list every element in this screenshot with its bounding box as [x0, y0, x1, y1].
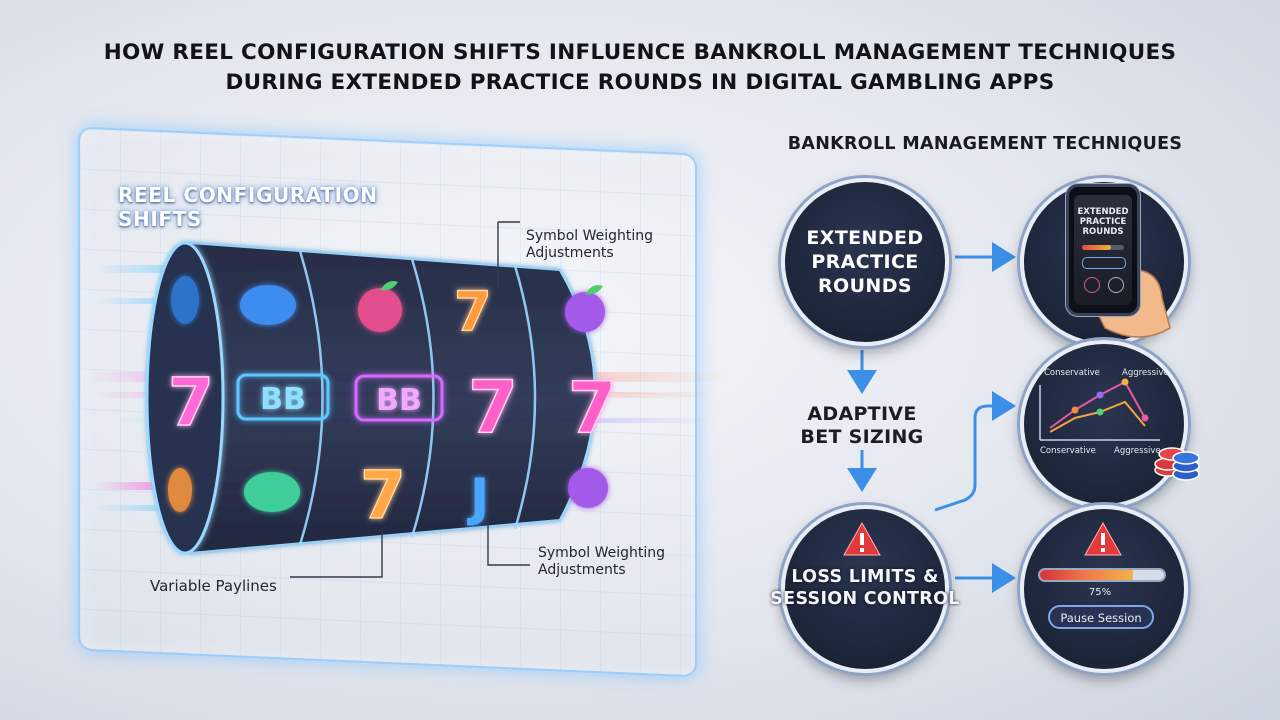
chart-label-aggressive-bottom: Aggressive — [1114, 446, 1161, 456]
reel-end-cap — [145, 241, 225, 555]
phone-line-2: PRACTICE — [1079, 217, 1127, 227]
node-loss-line-1: LOSS LIMITS & — [791, 567, 939, 587]
node-practice-line-2: PRACTICE — [811, 251, 919, 273]
reel-divider — [298, 250, 324, 546]
seven-symbol: 7 — [168, 364, 214, 441]
node-practice-line-1: EXTENDED — [806, 227, 924, 249]
node-bet-sizing-chart — [1020, 340, 1188, 508]
fruit-symbol — [568, 468, 608, 508]
page-title-line-2: DURING EXTENDED PRACTICE ROUNDS IN DIGIT… — [225, 70, 1055, 95]
fruit-symbol — [240, 285, 296, 325]
chart-label-aggressive-top: Aggressive — [1122, 368, 1169, 378]
callout-symbol-weighting-bottom-line-1: Symbol Weighting — [538, 545, 666, 561]
phone-icon-right — [1108, 277, 1124, 293]
node-adaptive-bet-sizing: ADAPTIVE BET SIZING — [772, 403, 952, 449]
node-loss-line-2: SESSION CONTROL — [770, 589, 960, 609]
leaf-symbol — [585, 285, 603, 295]
node-bet-line-1: ADAPTIVE — [807, 403, 917, 425]
reel-configuration-title-line-1: REEL CONFIGURATION — [118, 183, 378, 207]
bar-symbol-frame — [354, 374, 444, 422]
reel-divider — [410, 258, 435, 538]
node-extended-practice-rounds-label: EXTENDED PRACTICE ROUNDS — [806, 226, 923, 298]
chart-label-conservative-bottom: Conservative — [1040, 446, 1096, 456]
page-title: HOW REEL CONFIGURATION SHIFTS INFLUENCE … — [0, 38, 1280, 98]
reel-configuration-title: REEL CONFIGURATION SHIFTS — [118, 183, 378, 231]
callout-symbol-weighting-top: Symbol Weighting Adjustments — [526, 228, 653, 262]
callout-symbol-weighting-bottom: Symbol Weighting Adjustments — [538, 545, 665, 579]
node-loss-limits-label: LOSS LIMITS & SESSION CONTROL — [765, 566, 965, 610]
seven-symbol: 7 — [468, 365, 518, 449]
node-loss-limits — [781, 505, 949, 673]
bar-symbol: BB — [376, 383, 422, 418]
callout-line-symbol-weighting-bottom — [487, 520, 530, 566]
phone-device: EXTENDED PRACTICE ROUNDS — [1066, 184, 1140, 316]
phone-screen-text: EXTENDED PRACTICE ROUNDS — [1074, 207, 1132, 237]
callout-symbol-weighting-top-line-2: Adjustments — [526, 245, 614, 261]
pause-session-button[interactable]: Pause Session — [1048, 605, 1154, 629]
phone-progress-bar — [1082, 245, 1124, 250]
bar-symbol: BB — [260, 382, 306, 417]
fruit-symbol — [358, 288, 402, 332]
seven-symbol: 7 — [360, 457, 406, 534]
session-progress-fill — [1040, 570, 1133, 580]
poker-chips-icon — [1154, 447, 1200, 481]
fruit-symbol — [565, 292, 605, 332]
node-extended-practice-rounds: EXTENDED PRACTICE ROUNDS — [781, 178, 949, 346]
warning-icon — [1084, 521, 1122, 556]
seven-symbol: 7 — [568, 367, 617, 449]
callout-line-paylines — [290, 528, 383, 578]
fruit-symbol — [168, 468, 192, 512]
session-progress-percent: 75% — [1088, 587, 1112, 598]
leaf-symbol — [380, 281, 398, 291]
page-title-line-1: HOW REEL CONFIGURATION SHIFTS INFLUENCE … — [103, 40, 1177, 65]
phone-icon-left — [1084, 277, 1100, 293]
phone-line-3: ROUNDS — [1082, 227, 1124, 237]
bar-symbol-frame — [236, 373, 330, 421]
session-progress-bar — [1038, 568, 1166, 582]
node-session-progress — [1020, 505, 1188, 673]
fruit-symbol — [244, 472, 300, 512]
reel-divider — [513, 265, 537, 530]
reel-configuration-title-line-2: SHIFTS — [118, 207, 202, 231]
phone-line-1: EXTENDED — [1077, 207, 1129, 217]
callout-variable-paylines: Variable Paylines — [150, 577, 277, 595]
node-bet-line-2: BET SIZING — [800, 426, 924, 448]
node-practice-line-3: ROUNDS — [818, 275, 912, 297]
phone-button — [1082, 257, 1126, 269]
callout-symbol-weighting-bottom-line-2: Adjustments — [538, 562, 626, 578]
warning-icon — [843, 521, 881, 556]
callout-symbol-weighting-top-line-1: Symbol Weighting — [526, 228, 654, 244]
fruit-symbol — [171, 276, 199, 324]
chart-label-conservative-top: Conservative — [1044, 368, 1100, 378]
seven-symbol: 7 — [454, 280, 492, 343]
bet-sizing-line-chart — [1039, 378, 1160, 441]
phone-screen: EXTENDED PRACTICE ROUNDS — [1074, 195, 1132, 305]
bankroll-section-title: BANKROLL MANAGEMENT TECHNIQUES — [787, 134, 1183, 154]
jack-symbol: J — [467, 468, 489, 528]
